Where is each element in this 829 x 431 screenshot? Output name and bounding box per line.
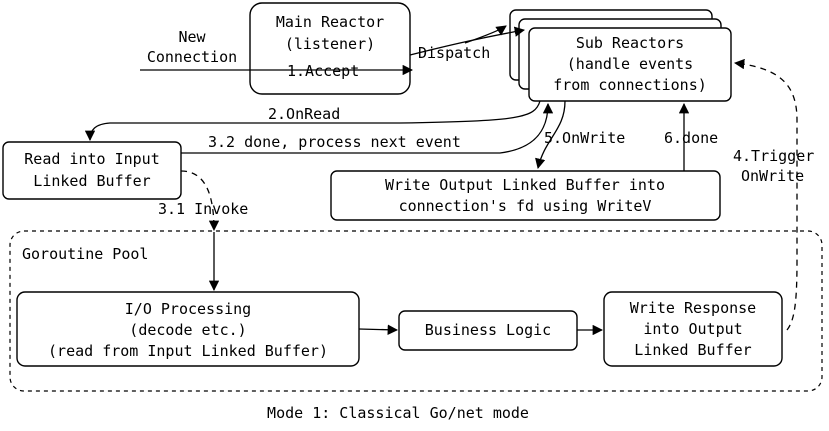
- sub-reactors-line3: from connections): [553, 76, 707, 94]
- invoke-arrow: [180, 170, 220, 232]
- write-response-line2: into Output: [643, 320, 742, 338]
- onwrite-label: 5.OnWrite: [544, 129, 625, 147]
- new-connection-label-line1: New: [178, 28, 206, 46]
- done-next-arrow: [181, 102, 554, 154]
- trigger-onwrite-arrow: [733, 58, 798, 331]
- accept-label: 1.Accept: [287, 62, 359, 80]
- goroutine-pool-label: Goroutine Pool: [22, 245, 148, 263]
- business-logic-label: Business Logic: [425, 321, 551, 339]
- main-reactor-title: Main Reactor: [276, 13, 384, 31]
- write-output-line1: Write Output Linked Buffer into: [385, 176, 665, 194]
- trigger-label-line1: 4.Trigger: [733, 147, 814, 165]
- dispatch-label: Dispatch: [418, 44, 490, 62]
- trigger-label-line2: OnWrite: [741, 167, 804, 185]
- sub-reactors-line2: (handle events: [567, 55, 693, 73]
- write-output-box: [330, 170, 721, 221]
- sub-reactors-box: [528, 27, 732, 102]
- onread-label: 2.OnRead: [268, 105, 340, 123]
- dispatch-arrow: [409, 26, 526, 56]
- write-response-line1: Write Response: [630, 299, 756, 317]
- io-processing-line3: (read from Input Linked Buffer): [48, 342, 328, 360]
- onread-arrow: [84, 100, 541, 142]
- dispatch-arrow-upper: [464, 25, 507, 44]
- main-reactor-subtitle: (listener): [285, 35, 375, 53]
- io-processing-line2: (decode etc.): [129, 321, 246, 339]
- done-next-label: 3.2 done, process next event: [208, 133, 461, 151]
- new-connection-label-line2: Connection: [147, 48, 237, 66]
- write-output-line2: connection's fd using WriteV: [399, 197, 652, 215]
- write-response-box: [603, 291, 783, 367]
- diagram-caption: Mode 1: Classical Go/net mode: [267, 404, 529, 422]
- done6-label: 6.done: [664, 129, 718, 147]
- invoke-label: 3.1 Invoke: [158, 200, 248, 218]
- sub-reactors-line1: Sub Reactors: [576, 34, 684, 52]
- main-reactor-box: [249, 2, 411, 95]
- write-response-line3: Linked Buffer: [634, 341, 751, 359]
- io-to-business-arrow: [358, 324, 399, 335]
- io-processing-line1: I/O Processing: [125, 300, 251, 318]
- onwrite-arrow: [535, 100, 566, 170]
- read-input-line2: Linked Buffer: [33, 172, 150, 190]
- read-input-line1: Read into Input: [24, 150, 159, 168]
- goroutine-pool-container: [9, 230, 823, 392]
